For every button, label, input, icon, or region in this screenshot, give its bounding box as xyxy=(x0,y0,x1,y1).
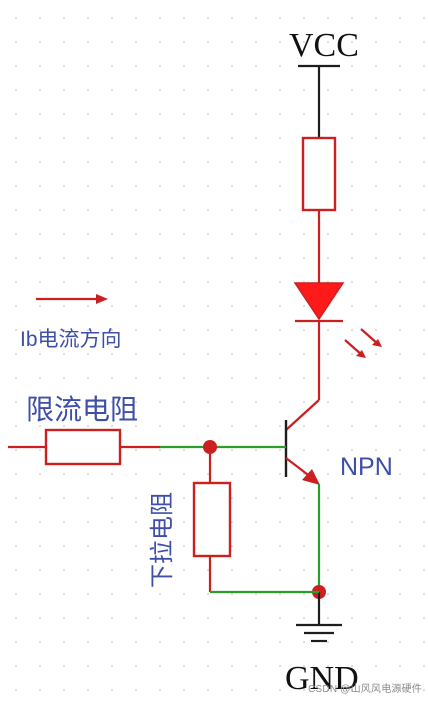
current-limit-resistor xyxy=(44,428,122,466)
pull-down-resistor-label: 下拉电阻 xyxy=(149,492,176,588)
led-diode xyxy=(293,282,345,321)
current-direction-label: Ib电流方向 xyxy=(20,328,122,351)
pull-down-resistor xyxy=(192,481,232,558)
vcc-label: VCC xyxy=(289,27,359,64)
top-resistor xyxy=(301,136,337,212)
gnd-label: GND xyxy=(285,660,359,697)
light-arrow-2 xyxy=(360,328,379,345)
watermark-text: CSDN @山风风电源硬件 xyxy=(308,684,422,695)
current-limit-resistor-label: 限流电阻 xyxy=(26,394,138,425)
npn-label: NPN xyxy=(340,453,393,481)
light-arrowhead-2 xyxy=(372,339,382,347)
light-arrow-1 xyxy=(344,339,363,356)
current-arrow-head xyxy=(96,294,108,304)
emitter-arrow xyxy=(302,469,320,485)
light-arrowhead-1 xyxy=(356,350,366,358)
collector-leg xyxy=(285,399,320,431)
